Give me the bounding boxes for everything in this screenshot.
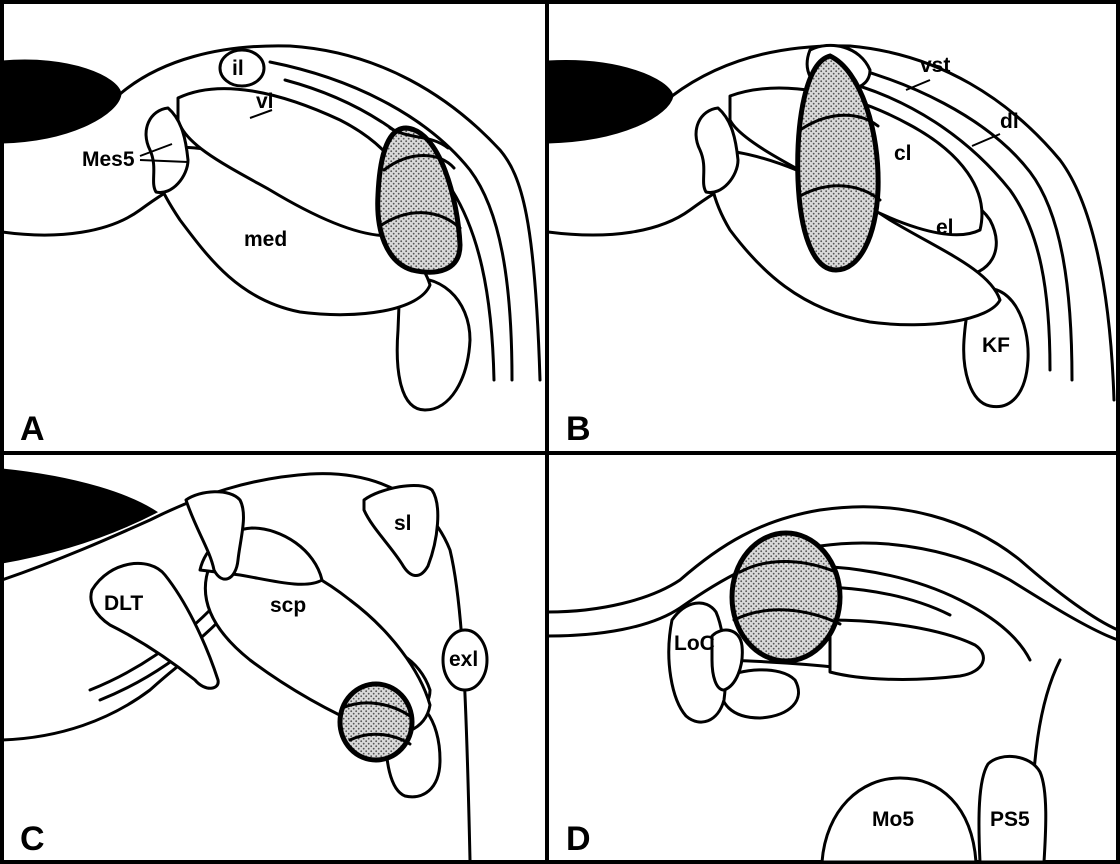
panel-c-label-exl: exl — [449, 648, 478, 671]
panel-b-label-dl: dl — [1000, 110, 1019, 133]
panel-b-label-cl: cl — [894, 142, 912, 165]
panel-b-dl-pointer — [972, 134, 1000, 146]
panel-b-label-vst: vst — [920, 54, 950, 77]
panel-a: il vl Mes5 med A — [2, 46, 540, 448]
panel-b: vst dl cl el KF B — [548, 45, 1114, 448]
panel-c-label-sl: sl — [394, 512, 412, 535]
panel-b-dark-region — [548, 62, 672, 142]
panel-b-letter: B — [566, 410, 591, 448]
panel-b-vst-pointer — [906, 80, 930, 90]
panel-a-label-med: med — [244, 228, 287, 251]
panel-d-label-loc: LoC — [674, 632, 715, 655]
panel-d-label-ps5: PS5 — [990, 808, 1030, 831]
panel-c-dlt-nucleus — [91, 563, 218, 688]
panel-a-label-mes5: Mes5 — [82, 148, 135, 171]
panel-c-label-scp: scp — [270, 594, 306, 617]
panel-a-dark-region — [2, 61, 120, 142]
panel-b-label-kf: KF — [982, 334, 1010, 357]
panel-d-letter: D — [566, 820, 591, 858]
panel-a-lesion — [378, 128, 460, 272]
panel-b-label-el: el — [936, 216, 954, 239]
panel-c: sl DLT scp exl C — [2, 470, 487, 860]
panel-c-dark-region — [2, 470, 155, 562]
panel-c-letter: C — [20, 820, 45, 858]
panel-c-lesion — [340, 684, 412, 760]
panel-a-label-il: il — [232, 57, 244, 80]
panel-d-band-nucleus — [830, 620, 983, 679]
panel-d-lesion — [732, 533, 840, 661]
panel-a-letter: A — [20, 410, 45, 448]
panel-d-label-mo5: Mo5 — [872, 808, 914, 831]
panel-c-hook — [186, 492, 243, 579]
panel-c-label-dlt: DLT — [104, 592, 143, 615]
panel-d: LoC Mo5 PS5 D — [548, 507, 1118, 862]
panel-a-label-vl: vl — [256, 90, 274, 113]
